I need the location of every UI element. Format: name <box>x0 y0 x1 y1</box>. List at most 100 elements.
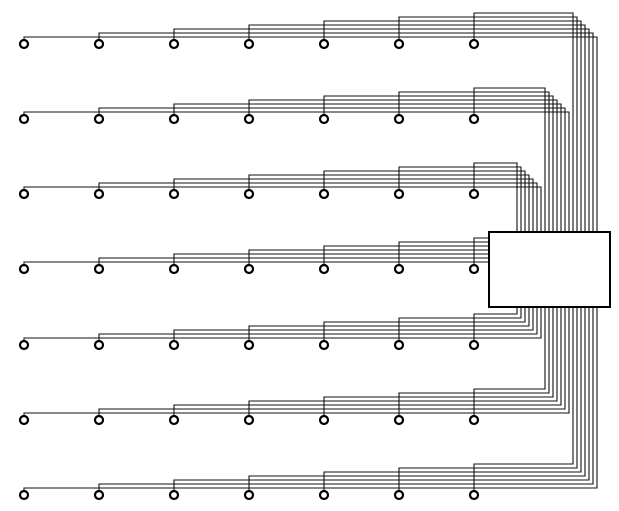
terminal-row5-col3 <box>168 339 180 351</box>
wire-row3-term3 <box>173 178 534 232</box>
wire-row1-term2 <box>98 32 594 232</box>
terminal-row4-col2 <box>93 263 105 275</box>
wire-row3-term7 <box>473 162 518 232</box>
terminal-row6-col5 <box>318 414 330 426</box>
wire-row7-term5 <box>323 307 582 491</box>
wire-row3-term4 <box>248 174 530 232</box>
wire-row4-term4 <box>248 249 489 265</box>
wire-row4-term2 <box>98 257 489 265</box>
wire-row2-term3 <box>173 103 562 232</box>
wire-row4-term1 <box>23 261 489 265</box>
terminal-row2-col7 <box>468 113 480 125</box>
wire-row4-term7 <box>473 237 489 265</box>
terminal-row3-col1 <box>18 188 30 200</box>
terminal-row4-col7 <box>468 263 480 275</box>
terminal-row6-col4 <box>243 414 255 426</box>
terminal-row6-col2 <box>93 414 105 426</box>
wire-row5-term3 <box>173 307 534 341</box>
wire-row6-term7 <box>473 307 546 416</box>
terminal-row1-col6 <box>393 38 405 50</box>
wire-row4-term3 <box>173 253 489 265</box>
terminal-row1-col3 <box>168 38 180 50</box>
terminal-row1-col7 <box>468 38 480 50</box>
terminal-row1-col1 <box>18 38 30 50</box>
hub-box <box>488 231 611 308</box>
wire-row6-term1 <box>23 307 570 416</box>
terminal-row2-col6 <box>393 113 405 125</box>
wire-row6-term3 <box>173 307 562 416</box>
wire-row2-term2 <box>98 107 566 232</box>
terminal-row5-col7 <box>468 339 480 351</box>
wire-row5-term5 <box>323 307 526 341</box>
wire-row1-term4 <box>248 24 586 232</box>
wire-row5-term7 <box>473 307 518 341</box>
terminal-row2-col4 <box>243 113 255 125</box>
terminal-row3-col3 <box>168 188 180 200</box>
wire-row7-term4 <box>248 307 586 491</box>
terminal-row3-col5 <box>318 188 330 200</box>
wire-row3-term2 <box>98 182 538 232</box>
wire-row7-term6 <box>398 307 578 491</box>
wire-row4-term6 <box>398 241 489 265</box>
terminal-row5-col4 <box>243 339 255 351</box>
wire-row6-term5 <box>323 307 554 416</box>
terminal-row2-col2 <box>93 113 105 125</box>
terminal-layer <box>18 38 480 501</box>
wire-row7-term3 <box>173 307 590 491</box>
terminal-row5-col6 <box>393 339 405 351</box>
terminal-row7-col7 <box>468 489 480 501</box>
wire-row3-term1 <box>23 186 542 232</box>
wire-row5-term2 <box>98 307 538 341</box>
wire-row2-term5 <box>323 95 554 232</box>
wire-row3-term6 <box>398 166 522 232</box>
wire-row1-term7 <box>473 12 574 232</box>
terminal-row1-col4 <box>243 38 255 50</box>
terminal-row6-col7 <box>468 414 480 426</box>
terminal-row7-col3 <box>168 489 180 501</box>
wire-row7-term7 <box>473 307 574 491</box>
wire-row2-term4 <box>248 99 558 232</box>
terminal-row7-col6 <box>393 489 405 501</box>
terminal-row4-col4 <box>243 263 255 275</box>
terminal-row2-col1 <box>18 113 30 125</box>
wire-row2-term1 <box>23 111 570 232</box>
terminal-row7-col5 <box>318 489 330 501</box>
wire-row1-term3 <box>173 28 590 232</box>
terminal-row4-col1 <box>18 263 30 275</box>
wire-row1-term5 <box>323 20 582 232</box>
terminal-row2-col3 <box>168 113 180 125</box>
terminal-row3-col6 <box>393 188 405 200</box>
terminal-row4-col6 <box>393 263 405 275</box>
terminal-row5-col1 <box>18 339 30 351</box>
terminal-row1-col2 <box>93 38 105 50</box>
terminal-row5-col2 <box>93 339 105 351</box>
wire-row5-term1 <box>23 307 542 341</box>
terminal-row3-col7 <box>468 188 480 200</box>
terminal-row7-col4 <box>243 489 255 501</box>
terminal-row2-col5 <box>318 113 330 125</box>
wire-row6-term4 <box>248 307 558 416</box>
wire-row5-term6 <box>398 307 522 341</box>
terminal-row4-col5 <box>318 263 330 275</box>
terminal-row5-col5 <box>318 339 330 351</box>
wire-row6-term2 <box>98 307 566 416</box>
wire-row3-term5 <box>323 170 526 232</box>
wire-row7-term1 <box>23 307 598 491</box>
wire-row1-term1 <box>23 36 598 232</box>
wire-layer <box>23 12 598 491</box>
wire-row2-term7 <box>473 87 546 232</box>
wire-row4-term5 <box>323 245 489 265</box>
terminal-row1-col5 <box>318 38 330 50</box>
terminal-row3-col4 <box>243 188 255 200</box>
terminal-row6-col3 <box>168 414 180 426</box>
terminal-row3-col2 <box>93 188 105 200</box>
terminal-row6-col1 <box>18 414 30 426</box>
terminal-row7-col1 <box>18 489 30 501</box>
terminal-row4-col3 <box>168 263 180 275</box>
wire-row5-term4 <box>248 307 530 341</box>
terminal-row7-col2 <box>93 489 105 501</box>
wire-row1-term6 <box>398 16 578 232</box>
wire-row7-term2 <box>98 307 594 491</box>
terminal-row6-col6 <box>393 414 405 426</box>
